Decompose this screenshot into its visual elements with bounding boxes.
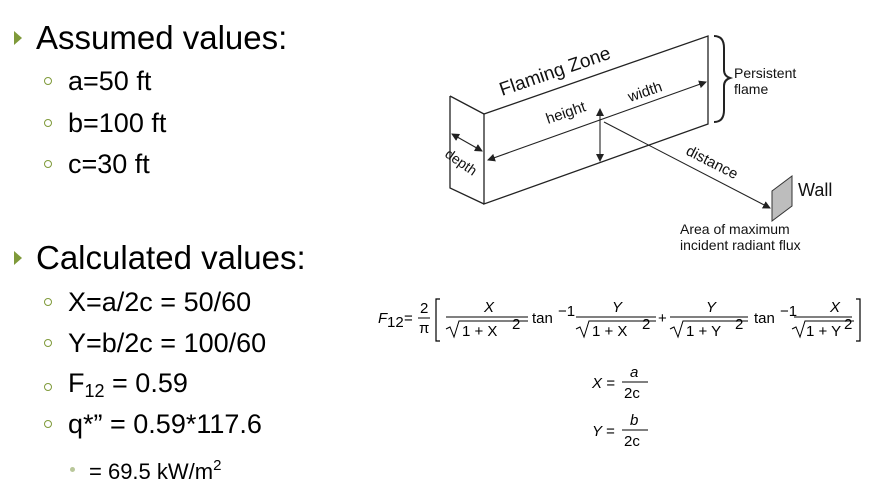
brace-icon: [713, 35, 734, 123]
list-item-f12: F12 = 0.59: [40, 368, 188, 406]
svg-text:1 + Y: 1 + Y: [686, 323, 721, 340]
svg-text:X =: X =: [591, 375, 615, 392]
assumed-values-heading: Assumed values:: [14, 20, 287, 56]
bullet-ring-icon: [44, 119, 52, 127]
f12-text: F12 = 0.59: [68, 368, 188, 401]
bullet-dot-icon: [70, 466, 75, 472]
svg-text:−1: −1: [558, 303, 575, 320]
svg-text:2: 2: [844, 316, 852, 333]
flaming-zone-label: Flaming Zone: [497, 43, 614, 101]
flame-box: [449, 35, 709, 205]
svg-text:tan: tan: [754, 310, 775, 327]
svg-text:2: 2: [512, 316, 520, 333]
list-item-y: Y=b/2c = 100/60: [40, 328, 266, 358]
wall-patch: [771, 175, 793, 222]
svg-text:=: =: [404, 310, 413, 327]
svg-text:π: π: [419, 320, 429, 337]
bullet-ring-icon: [44, 160, 52, 168]
svg-text:−1: −1: [780, 303, 797, 320]
svg-text:Y: Y: [612, 299, 623, 316]
bullet-arrow-icon: [14, 31, 22, 45]
calculated-values-heading-text: Calculated values:: [36, 239, 306, 276]
bullet-ring-icon: [44, 339, 52, 347]
calculated-values-heading: Calculated values:: [14, 240, 306, 276]
distance-label: distance: [683, 142, 741, 183]
bullet-ring-icon: [44, 77, 52, 85]
svg-text:2c: 2c: [624, 385, 640, 402]
svg-text:X: X: [829, 299, 841, 316]
bullet-ring-icon: [44, 383, 52, 391]
svg-text:1 + Y: 1 + Y: [806, 323, 841, 340]
bullet-arrow-icon: [14, 251, 22, 265]
svg-text:2: 2: [642, 316, 650, 333]
svg-text:b: b: [630, 412, 638, 429]
list-item-a: a=50 ft: [40, 66, 151, 96]
bullet-ring-icon: [44, 298, 52, 306]
view-factor-formula: F 12 = 2 π X 1 + X 2 tan −1 Y 1 + X 2 + …: [378, 298, 861, 450]
persistent-label: Persistent: [734, 65, 796, 81]
svg-text:1 + X: 1 + X: [592, 323, 627, 340]
height-label: height: [544, 98, 589, 128]
depth-arrow: [451, 133, 483, 152]
list-item-x: X=a/2c = 50/60: [40, 287, 251, 317]
list-subitem-result: = 69.5 kW/m2: [70, 453, 221, 485]
area-label-2: incident radiant flux: [680, 237, 801, 253]
list-item-b: b=100 ft: [40, 108, 166, 138]
flame-label: flame: [734, 81, 768, 97]
bullet-ring-icon: [44, 420, 52, 428]
assumed-values-heading-text: Assumed values:: [36, 19, 288, 56]
svg-text:2c: 2c: [624, 433, 640, 450]
list-item-c: c=30 ft: [40, 149, 150, 179]
svg-text:X: X: [483, 299, 495, 316]
wall-label: Wall: [798, 180, 832, 200]
depth-label: depth: [442, 145, 480, 178]
svg-text:2: 2: [735, 316, 743, 333]
svg-text:2: 2: [420, 300, 428, 317]
width-label: width: [625, 78, 665, 106]
list-item-q: q*” = 0.59*117.6: [40, 409, 262, 439]
svg-text:1 + X: 1 + X: [462, 323, 497, 340]
svg-text:a: a: [630, 364, 638, 381]
svg-text:tan: tan: [532, 310, 553, 327]
distance-arrow: [603, 121, 771, 209]
svg-text:F: F: [378, 310, 388, 327]
svg-text:Y: Y: [706, 299, 717, 316]
result-text: = 69.5 kW/m2: [89, 457, 222, 484]
svg-text:12: 12: [387, 314, 404, 331]
area-label-1: Area of maximum: [680, 221, 790, 237]
svg-text:+: +: [658, 310, 667, 327]
flaming-zone-diagram: Flaming Zone height width depth distance…: [442, 35, 832, 253]
svg-text:Y =: Y =: [592, 423, 615, 440]
